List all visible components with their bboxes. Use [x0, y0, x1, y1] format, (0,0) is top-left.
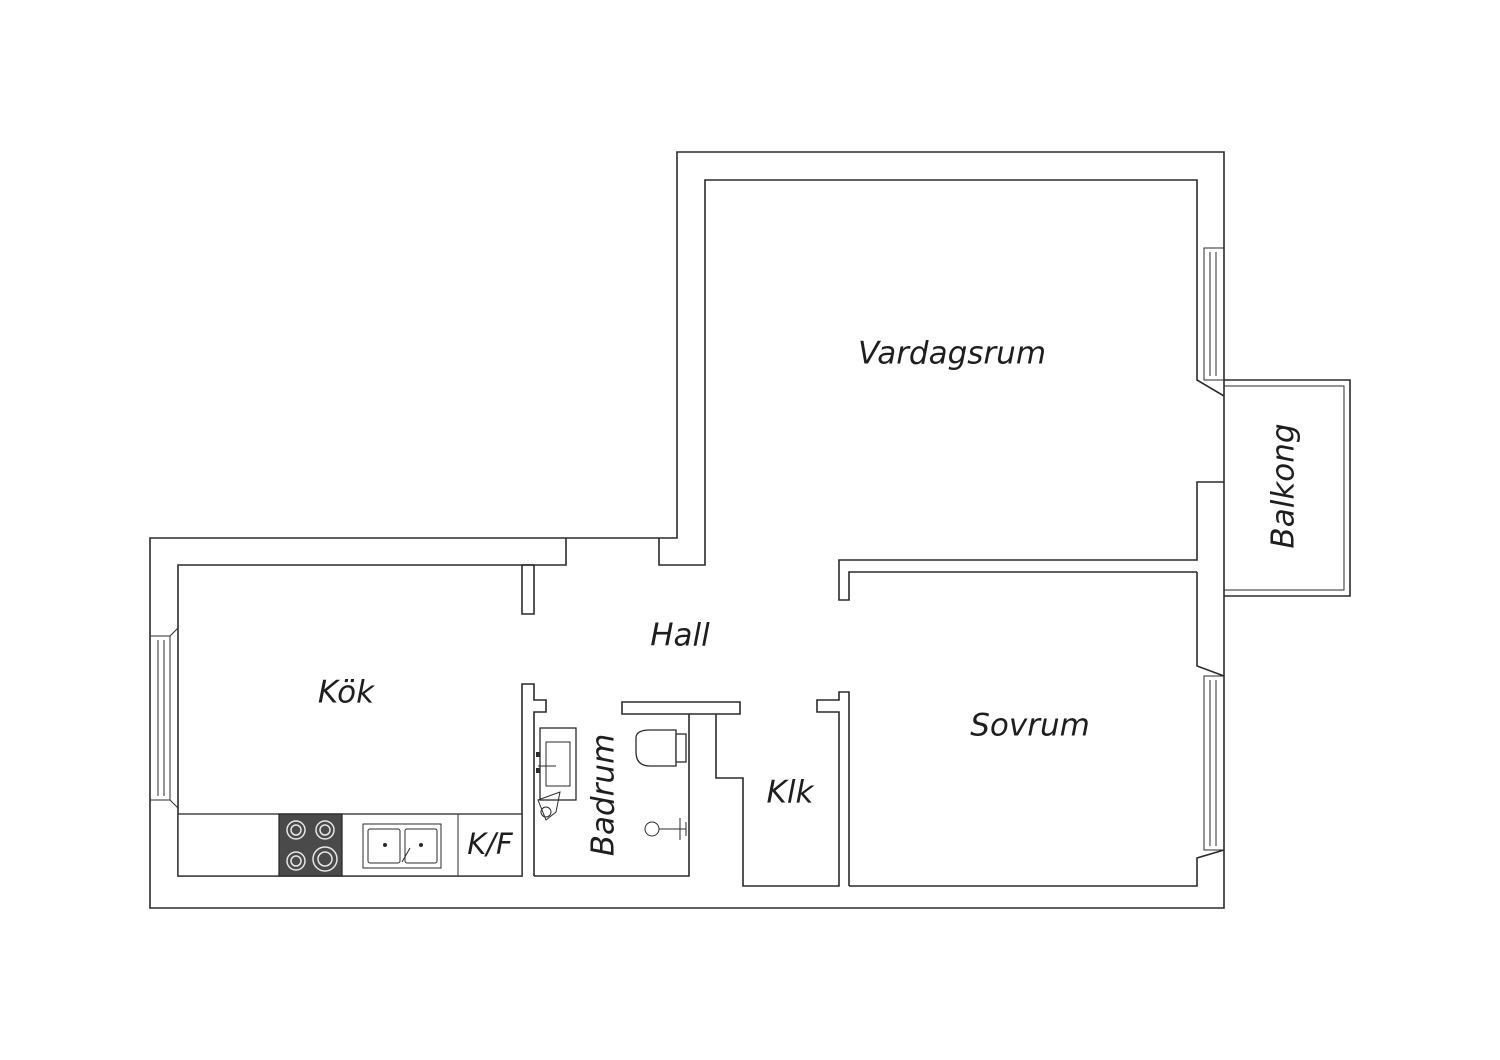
window-living-room	[1203, 247, 1225, 381]
room-label-kok: Kök	[318, 675, 375, 711]
room-label-vardagsrum: Vardagsrum	[858, 336, 1046, 372]
room-label-badrum: Badrum	[586, 734, 622, 857]
kitchen-door-jamb	[521, 564, 535, 615]
shower-head-icon	[537, 791, 561, 821]
balcony-outline	[1224, 379, 1351, 597]
room-label-kf: K/F	[467, 827, 514, 861]
kitchen-sink-icon	[362, 823, 442, 869]
window-bedroom	[1203, 675, 1225, 851]
closet-wall	[715, 691, 850, 887]
bedroom-side-wall	[1196, 572, 1225, 677]
kitchen-counter	[177, 813, 523, 877]
bedroom-wall	[849, 849, 1225, 887]
window-kitchen	[149, 627, 179, 809]
room-label-sovrum: Sovrum	[970, 708, 1090, 744]
room-label-balkong: Balkong	[1266, 423, 1302, 548]
room-label-hall: Hall	[650, 618, 710, 654]
living-room-wall-lower	[838, 481, 1224, 601]
kitchen-wall	[177, 538, 567, 877]
bathroom-wall	[534, 701, 741, 877]
toilet-icon	[635, 729, 687, 767]
bathroom-sink-icon	[536, 727, 577, 801]
living-room-wall	[658, 179, 1225, 566]
balcony-inner	[1224, 385, 1345, 591]
floor-drain-icon	[644, 818, 687, 840]
exterior-wall	[149, 151, 1225, 909]
room-label-klk: Klk	[767, 775, 815, 811]
